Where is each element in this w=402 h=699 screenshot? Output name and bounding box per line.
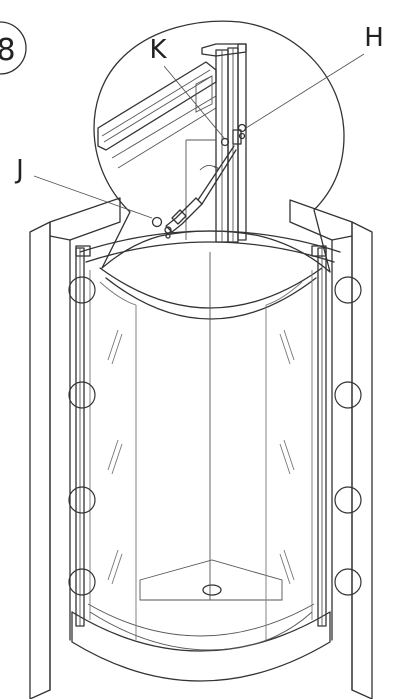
shower-tray (71, 559, 331, 682)
step-number: 8 (0, 33, 16, 68)
screw-part-h (237, 123, 247, 140)
right-profile (311, 245, 327, 627)
fixing-point-left-2 (68, 381, 96, 409)
glass-reflection-marks-right (279, 329, 295, 585)
leader-line-k (163, 65, 225, 139)
detail-callout (33, 20, 365, 273)
fixing-point-right-4 (334, 568, 362, 596)
label-k: K (149, 35, 167, 65)
fixing-point-right-1 (334, 276, 362, 304)
screw-cap-k (220, 137, 230, 147)
label-h: H (364, 23, 384, 53)
fixing-point-right-2 (334, 381, 362, 409)
detail-top-rail (97, 61, 217, 169)
label-j: J (14, 155, 24, 185)
fixing-point-left-3 (68, 486, 96, 514)
drain-outlet (202, 584, 222, 596)
glass-reflection-marks-left (107, 329, 123, 585)
right-wall (289, 199, 373, 699)
screwdriver-icon (165, 129, 242, 233)
glass-panels (89, 270, 313, 651)
leader-line-j (33, 175, 153, 219)
fixing-point-left-1 (68, 276, 96, 304)
detail-vertical-profile (185, 43, 247, 243)
fixing-point-markers (68, 276, 362, 596)
leader-line-h (245, 53, 365, 129)
screw-cover-j (151, 216, 172, 239)
fixing-point-right-3 (334, 486, 362, 514)
step-badge: 8 (0, 21, 27, 75)
fixing-point-left-4 (68, 568, 96, 596)
left-profile (75, 245, 91, 627)
top-rail (79, 230, 341, 600)
